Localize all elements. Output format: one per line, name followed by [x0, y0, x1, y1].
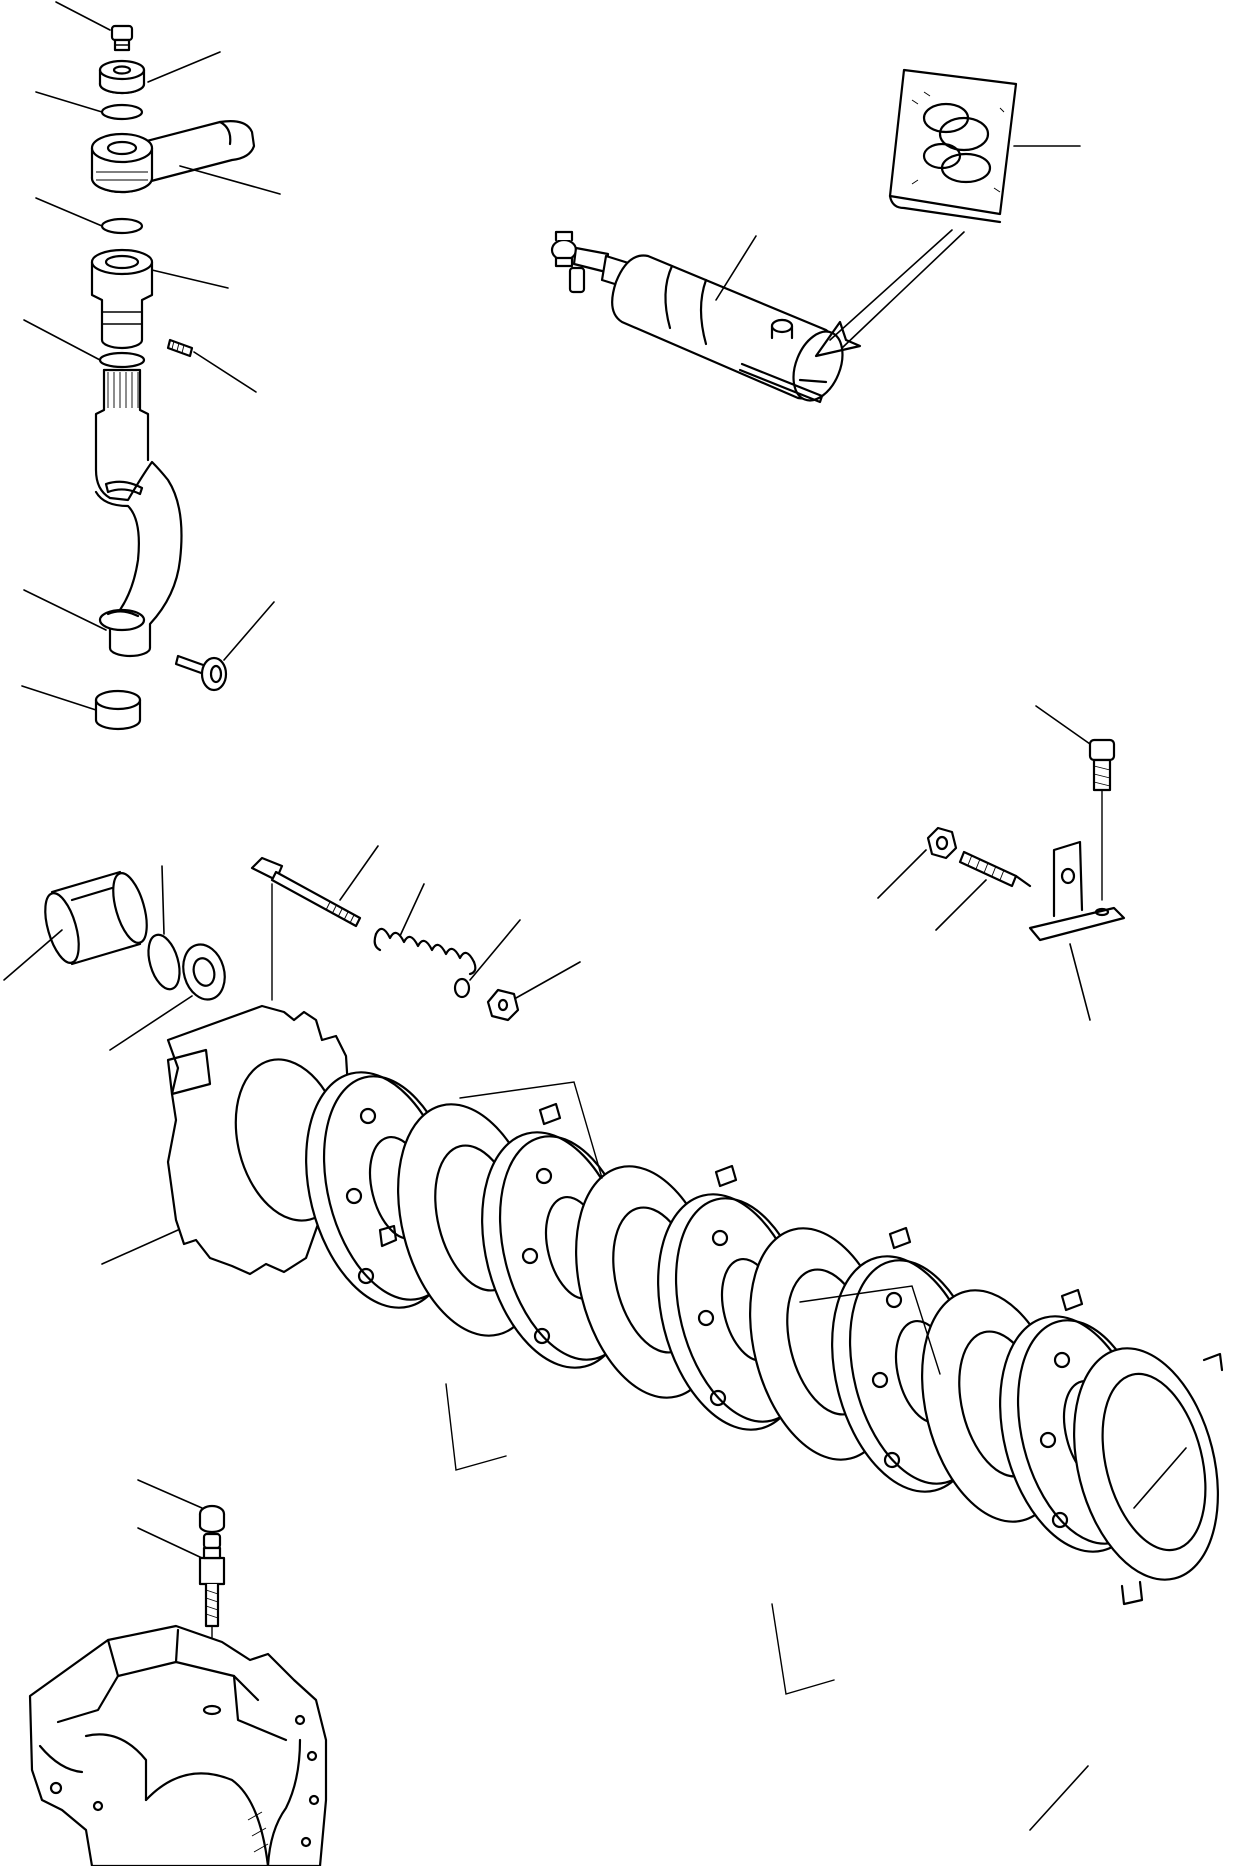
bracket-stud	[960, 852, 1030, 886]
housing-breather	[138, 1480, 224, 1704]
long-bolt	[252, 858, 360, 926]
bracket-assembly	[878, 706, 1124, 1020]
axle-housing	[30, 1626, 326, 1866]
bracket-nut	[928, 828, 956, 858]
bottom-cap	[96, 691, 140, 729]
snap-ring	[100, 353, 144, 367]
piston-seal	[143, 931, 185, 993]
o-ring-2	[102, 219, 142, 233]
seal-kit-contents	[912, 92, 1004, 192]
small-washer	[455, 979, 469, 997]
pivot-pin	[176, 656, 226, 690]
breather-cap	[200, 1506, 224, 1532]
steering-lever	[92, 121, 254, 192]
piston-washer	[177, 940, 231, 1005]
spring	[375, 929, 476, 974]
cap-nut	[100, 61, 144, 93]
rod-ball-joint	[552, 232, 608, 292]
grease-nipple	[772, 320, 792, 338]
end-plate	[1051, 1333, 1240, 1604]
tie-rod-cylinder	[552, 232, 852, 408]
bracket-bolt	[1090, 740, 1114, 790]
breather-fitting	[200, 1534, 224, 1626]
seal-kit	[816, 70, 1080, 356]
brake-piston	[39, 870, 154, 967]
bushing	[92, 250, 152, 348]
brake-piston-group	[4, 866, 231, 1050]
steering-arm-assembly	[22, 2, 280, 729]
set-screw	[168, 340, 192, 356]
knuckle-shaft	[96, 370, 182, 656]
bolt-nut	[488, 990, 518, 1020]
bracket	[1030, 842, 1124, 940]
o-ring-1	[102, 105, 142, 119]
brake-disc-pack	[102, 1006, 1241, 1830]
brake-bolt-spring-assembly	[252, 846, 580, 1020]
top-screw	[112, 26, 132, 50]
